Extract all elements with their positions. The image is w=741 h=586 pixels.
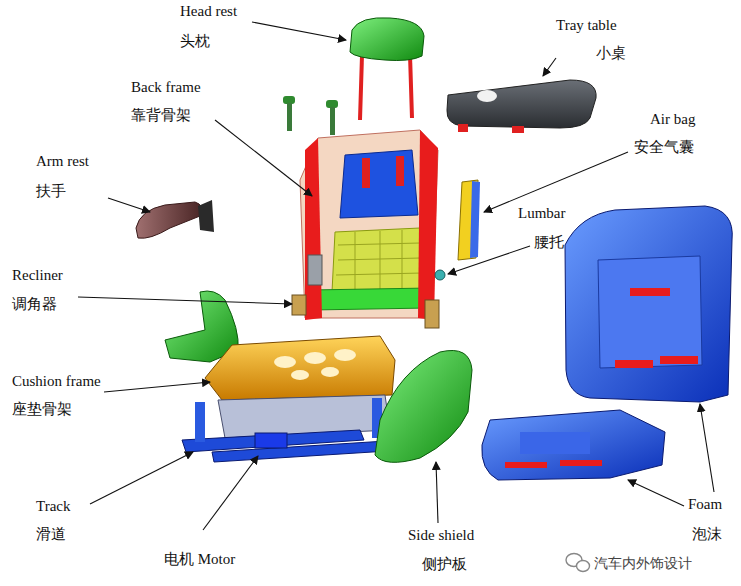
part-label: 靠背骨架 xyxy=(131,106,191,124)
part-label: 滑道 xyxy=(36,525,66,543)
part-label: Head rest xyxy=(180,2,237,20)
part-label: 腰托 xyxy=(534,233,564,251)
part-label: Back frame xyxy=(131,78,201,96)
part-label: Arm rest xyxy=(36,152,89,170)
part-label: Cushion frame xyxy=(12,372,101,390)
part-label: Foam xyxy=(688,495,722,513)
part-label: 电机 Motor xyxy=(164,550,235,568)
part-label: Tray table xyxy=(556,16,617,34)
track xyxy=(182,395,404,462)
part-label: 座垫骨架 xyxy=(12,400,72,418)
part-label: 头枕 xyxy=(180,32,210,50)
part-label: 扶手 xyxy=(36,182,66,200)
part-label: Recliner xyxy=(12,266,63,284)
leader-lines xyxy=(78,22,714,530)
part-label: Side shield xyxy=(408,526,474,544)
cushion-foam xyxy=(482,410,665,480)
guide-bolts xyxy=(283,96,338,135)
part-label: 侧护板 xyxy=(422,555,467,573)
arm-rest xyxy=(136,200,214,238)
watermark: 汽车内外饰设计 xyxy=(594,554,692,572)
cushion-frame xyxy=(205,336,395,400)
back-frame xyxy=(292,130,445,328)
back-foam xyxy=(565,206,732,402)
part-label: Track xyxy=(36,497,70,515)
part-label: 泡沫 xyxy=(692,525,722,543)
part-label: 安全气囊 xyxy=(634,138,694,156)
wechat-icon xyxy=(566,554,590,572)
part-label: Lumbar xyxy=(518,204,565,222)
tray-table xyxy=(447,80,596,133)
part-label: 小桌 xyxy=(596,44,626,62)
head-rest xyxy=(350,18,424,120)
air-bag xyxy=(458,180,480,260)
side-shield-right xyxy=(375,350,472,462)
part-label: Air bag xyxy=(650,110,695,128)
part-label: 调角器 xyxy=(12,295,57,313)
